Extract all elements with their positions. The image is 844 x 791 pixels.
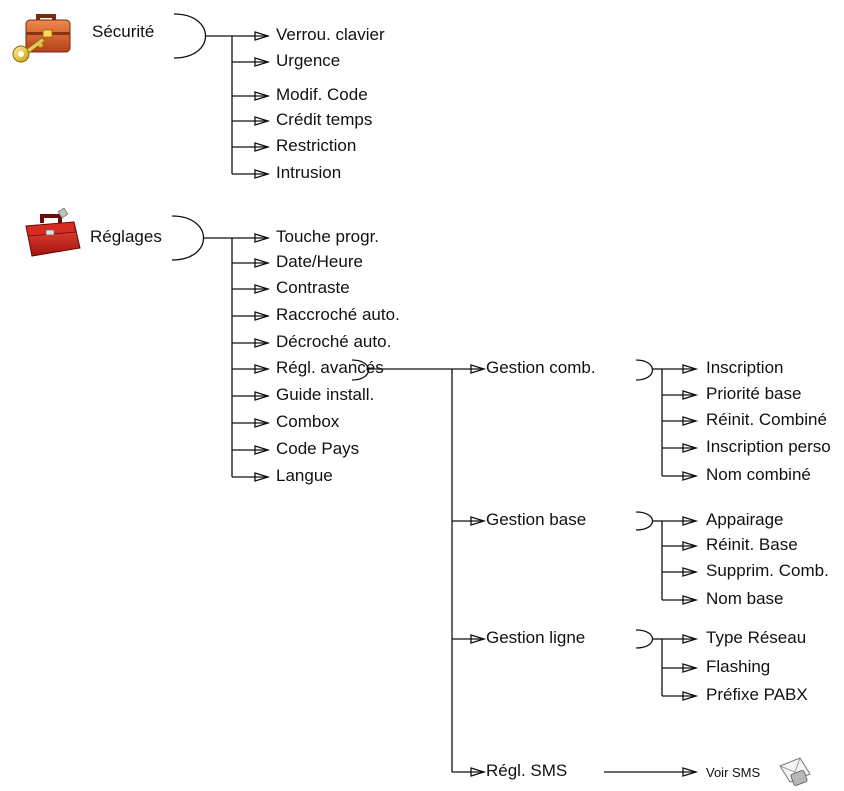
arrowhead-icon [254,31,271,41]
gestion-comb-item[interactable]: Nom combiné [706,465,811,484]
arrowhead-icon [682,364,699,374]
arrowhead-icon [254,142,271,152]
arrowhead-icon [254,57,271,67]
arrowhead-icon [470,364,487,374]
reglages-item[interactable]: Raccroché auto. [276,305,400,324]
arrowhead-icon [682,567,699,577]
bracket-icon [173,13,207,59]
reglages-item[interactable]: Guide install. [276,385,375,404]
securite-item[interactable]: Modif. Code [276,85,368,104]
avances-item[interactable]: Gestion comb. [486,358,596,377]
arrowhead-icon [682,390,699,400]
arrowhead-icon [682,767,699,777]
securite-item[interactable]: Crédit temps [276,110,373,129]
reglages-item[interactable]: Combox [276,412,340,431]
arrowhead-icon [254,258,271,268]
bracket-icon [635,629,654,649]
arrowhead-icon [254,418,271,428]
reglages-item[interactable]: Code Pays [276,439,360,458]
bracket-icon [635,359,654,381]
arrowhead-icon [682,595,699,605]
securite-item[interactable]: Restriction [276,136,357,155]
bracket-icon [351,359,370,381]
reglages-item[interactable]: Langue [276,466,333,485]
toolbox-icon [25,208,81,257]
envelope-phone-icon [779,757,811,786]
reglages-item[interactable]: Contraste [276,278,350,297]
gestion-base-item[interactable]: Appairage [706,510,784,529]
avances-item[interactable]: Gestion base [486,510,587,529]
voir-sms-item[interactable]: Voir SMS [706,765,761,780]
reglages-item[interactable]: Régl. avancés [276,358,384,377]
gestion-ligne-item[interactable]: Type Réseau [706,628,807,647]
avances-item[interactable]: Régl. SMS [486,761,568,780]
arrowhead-icon [470,634,487,644]
briefcase-key-icon [12,14,71,63]
arrowhead-icon [682,541,699,551]
arrowhead-icon [682,691,699,701]
arrowhead-icon [682,416,699,426]
arrowhead-icon [254,116,271,126]
arrowhead-icon [254,169,271,179]
gestion-base-item[interactable]: Réinit. Base [706,535,798,554]
gestion-comb-item[interactable]: Inscription [706,358,784,377]
arrowhead-icon [254,91,271,101]
bracket-icon [635,511,654,531]
arrowhead-icon [682,663,699,673]
gestion-comb-item[interactable]: Réinit. Combiné [706,410,827,429]
arrowhead-icon [254,338,271,348]
arrowhead-icon [682,634,699,644]
arrowhead-icon [254,364,271,374]
arrowhead-icon [254,472,271,482]
arrowhead-icon [682,471,699,481]
gestion-comb-item[interactable]: Inscription perso [706,437,831,456]
arrowhead-icon [470,516,487,526]
reglages-item[interactable]: Date/Heure [276,252,363,271]
arrowhead-icon [254,311,271,321]
securite-item[interactable]: Urgence [276,51,341,70]
arrowhead-icon [254,284,271,294]
securite-item[interactable]: Verrou. clavier [276,25,385,44]
reglages-item[interactable]: Décroché auto. [276,332,392,351]
securite-item[interactable]: Intrusion [276,163,342,182]
gestion-ligne-item[interactable]: Préfixe PABX [706,685,808,704]
menu-reglages[interactable]: Réglages [90,227,162,246]
menu-securite[interactable]: Sécurité [92,22,155,41]
arrowhead-icon [470,767,487,777]
gestion-base-item[interactable]: Nom base [706,589,784,608]
reglages-item[interactable]: Touche progr. [276,227,380,246]
arrowhead-icon [682,516,699,526]
avances-item[interactable]: Gestion ligne [486,628,586,647]
gestion-comb-item[interactable]: Priorité base [706,384,802,403]
arrowhead-icon [254,445,271,455]
arrowhead-icon [254,391,271,401]
arrowhead-icon [254,233,271,243]
arrowhead-icon [682,443,699,453]
gestion-ligne-item[interactable]: Flashing [706,657,771,676]
gestion-base-item[interactable]: Supprim. Comb. [706,561,829,580]
bracket-icon [171,215,205,261]
